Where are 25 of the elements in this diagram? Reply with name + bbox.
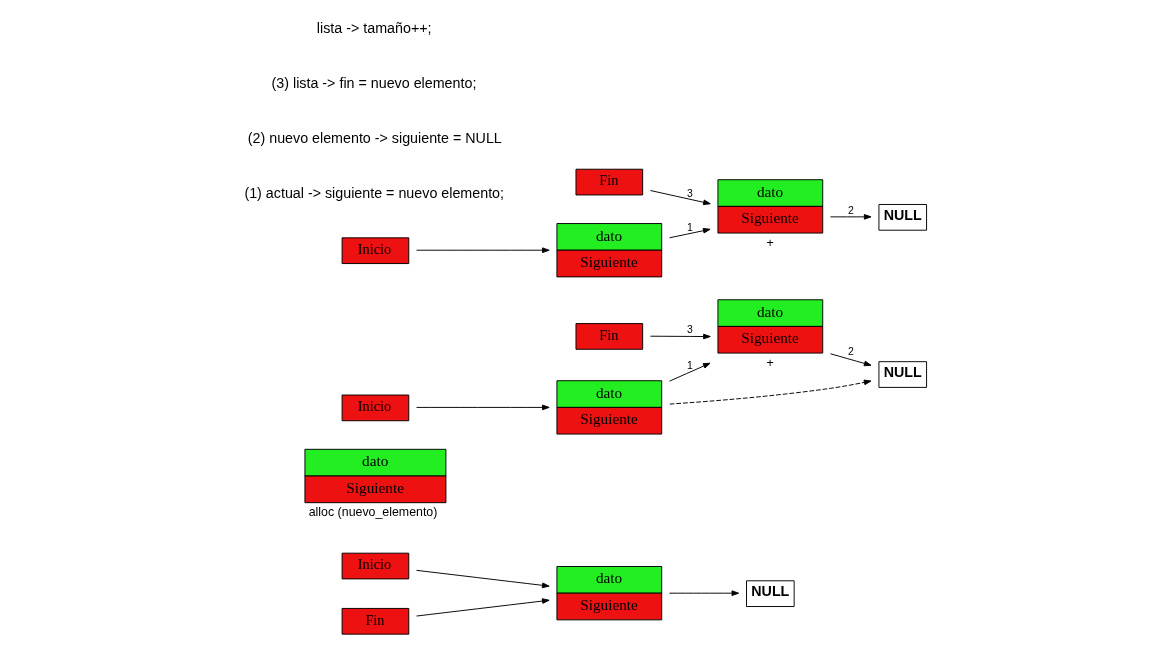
arrow — [829, 353, 872, 367]
label: (1) actual -> siguiente = nuevo elemento; — [244, 185, 505, 202]
node-label: + — [766, 355, 774, 370]
label: (2) nuevo elemento -> siguiente = NULL — [247, 130, 502, 147]
label: lista -> tamaño++; — [316, 19, 432, 36]
edge-label: 3 — [686, 187, 693, 199]
arrow — [649, 333, 711, 340]
edge-label: 3 — [686, 323, 693, 335]
node-label: + — [766, 235, 774, 250]
arrow — [649, 190, 711, 206]
arrow — [669, 362, 711, 382]
edge-label: 1 — [686, 360, 693, 372]
arrow — [416, 247, 550, 254]
edge-label: 2 — [847, 204, 854, 216]
arrow — [669, 379, 872, 405]
edge-label: 2 — [847, 345, 854, 357]
arrow — [416, 404, 550, 411]
node-label: alloc (nuevo_elemento) — [308, 505, 438, 520]
arrow — [669, 590, 740, 596]
edge-label: 1 — [686, 221, 693, 233]
arrow — [416, 569, 550, 589]
arrow — [829, 214, 872, 220]
arrow — [416, 598, 550, 617]
arrow — [669, 227, 711, 239]
label: (3) lista -> fin = nuevo elemento; — [271, 74, 477, 91]
